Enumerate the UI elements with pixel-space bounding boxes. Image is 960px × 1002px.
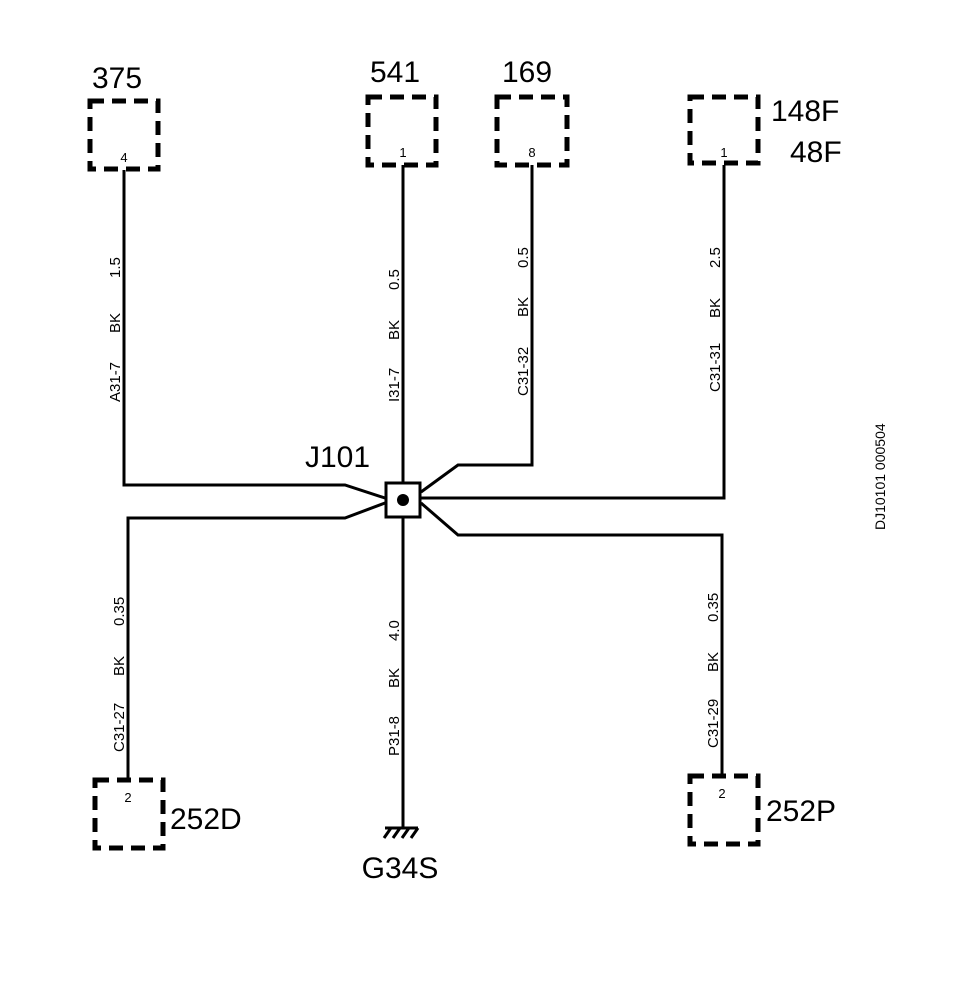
wire-375 — [122, 170, 386, 500]
connector-252P-name: 252P — [766, 795, 836, 828]
connector-375-box — [87, 98, 161, 172]
wire-169 — [420, 165, 534, 494]
wire-252P-color: BK — [705, 652, 722, 672]
wire-252P-gauge: 0.35 — [705, 593, 722, 622]
connector-541-name: 541 — [370, 56, 420, 89]
connector-252D-box — [92, 777, 166, 851]
wire-252D — [126, 501, 386, 780]
wire-148F-color: BK — [707, 298, 724, 318]
wire-252P — [420, 501, 724, 776]
connector-252P-box — [687, 773, 761, 847]
connector-541-pin: 1 — [399, 145, 406, 160]
connector-169-box — [494, 94, 570, 168]
connector-48F-name: 48F — [790, 136, 842, 169]
ground-icon — [382, 826, 420, 839]
wire-541-circuit: I31-7 — [386, 368, 403, 402]
connector-252D-name: 252D — [170, 803, 242, 836]
wire-169-gauge: 0.5 — [515, 247, 532, 268]
wire-252D-circuit: C31-27 — [111, 703, 128, 752]
wire-148F — [421, 165, 726, 500]
wire-541-color: BK — [386, 320, 403, 340]
wire-252D-color: BK — [111, 656, 128, 676]
wire-375-circuit: A31-7 — [107, 362, 124, 402]
ground-label: G34S — [362, 852, 439, 885]
wire-252P-circuit: C31-29 — [705, 699, 722, 748]
connector-169-pin: 8 — [528, 145, 535, 160]
junction-j101 — [384, 481, 422, 519]
wire-g34s-color: BK — [386, 668, 403, 688]
junction-label: J101 — [305, 441, 370, 474]
wire-g34s-gauge: 4.0 — [386, 620, 403, 641]
wire-148F-circuit: C31-31 — [707, 343, 724, 392]
wire-375-gauge: 1.5 — [107, 257, 124, 278]
connector-252P-pin: 2 — [718, 786, 725, 801]
connector-169-name: 169 — [502, 56, 552, 89]
connector-375-name: 375 — [92, 62, 142, 95]
connector-148F-box — [687, 94, 761, 166]
wire-252D-gauge: 0.35 — [111, 597, 128, 626]
wire-g34s-circuit: P31-8 — [386, 716, 403, 756]
wire-169-color: BK — [515, 297, 532, 317]
connector-148F-name: 148F — [771, 95, 839, 128]
wire-148F-gauge: 2.5 — [707, 247, 724, 268]
connector-252D-pin: 2 — [124, 790, 131, 805]
connector-148F-pin: 1 — [720, 145, 727, 160]
wire-375-color: BK — [107, 313, 124, 333]
connector-541-box — [365, 94, 439, 168]
wire-169-circuit: C31-32 — [515, 347, 532, 396]
wire-541-gauge: 0.5 — [386, 269, 403, 290]
document-id: DJ10101 000504 — [872, 423, 888, 530]
connector-375-pin: 4 — [120, 150, 127, 165]
